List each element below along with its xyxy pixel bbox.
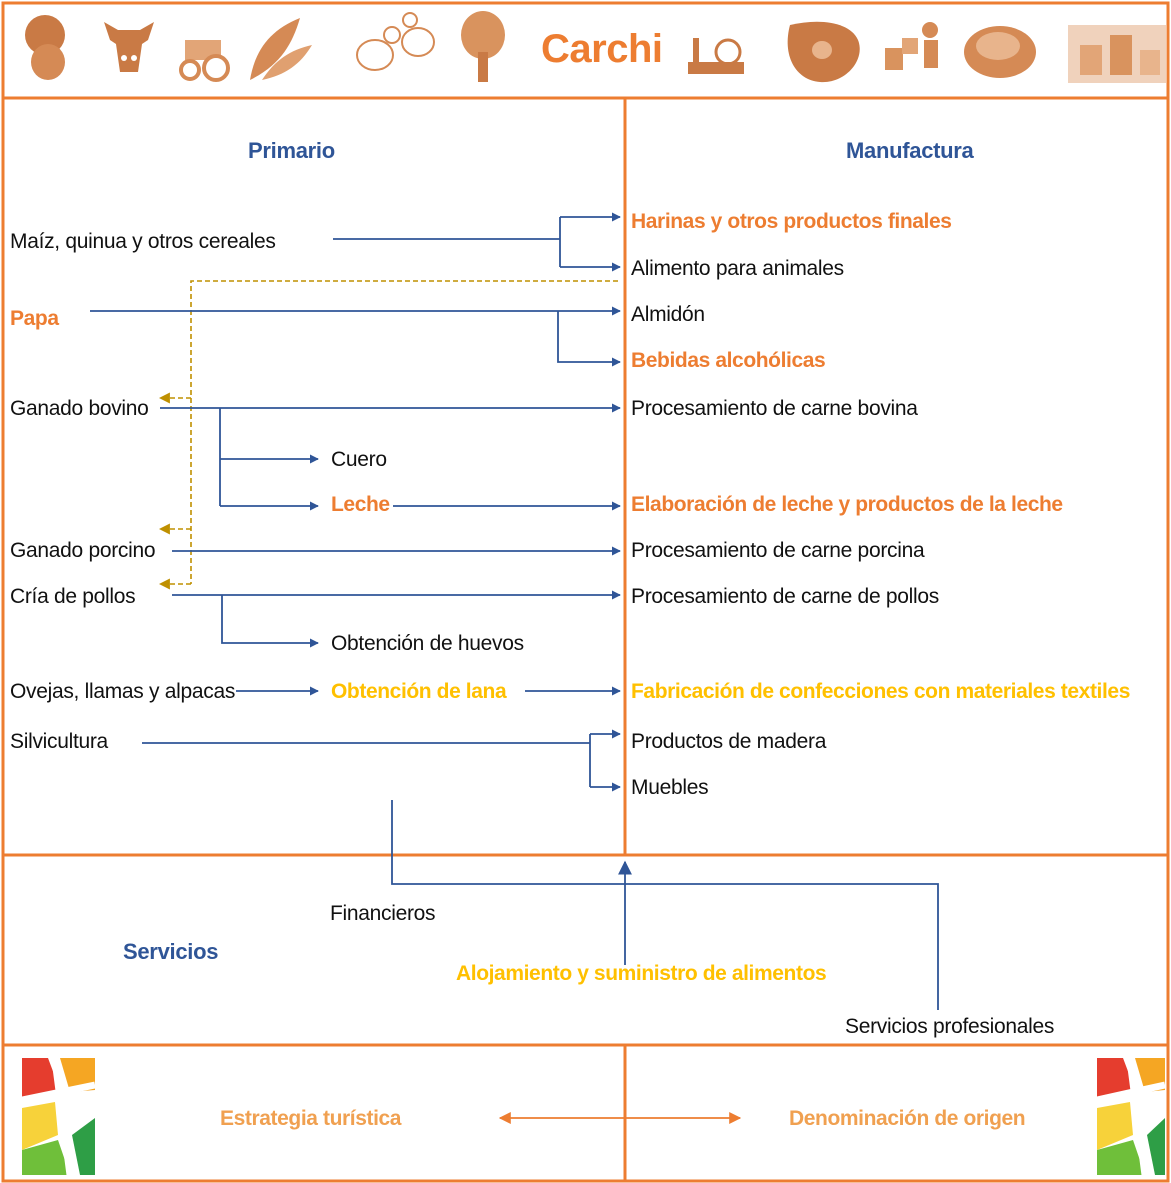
footer-tourism-strategy: Estrategia turística (220, 1107, 402, 1130)
service-hospitality: Alojamiento y suministro de alimentos (456, 962, 827, 985)
footer-denomination-of-origin: Denominación de origen (789, 1107, 1026, 1130)
arrow-to-alcoholic-drinks (557, 311, 621, 367)
tractor-icon (179, 40, 230, 82)
intermediate-eggs: Obtención de huevos (331, 632, 524, 655)
market-icon (1068, 25, 1166, 83)
manufacturing-dairy: Elaboración de leche y productos de la l… (631, 493, 1063, 516)
feed-arrows (158, 280, 618, 590)
brand-logo-left (21, 1058, 96, 1176)
porter-icon (885, 22, 938, 70)
corn-icon (250, 18, 312, 80)
primary-sheep: Ovejas, llamas y alpacas (10, 680, 236, 703)
potato-icon (25, 15, 65, 80)
manufacturing-beef-processing: Procesamiento de carne bovina (631, 397, 918, 420)
service-financial: Financieros (330, 902, 436, 925)
meat-icon (787, 21, 860, 83)
primary-chickens: Cría de pollos (10, 585, 136, 608)
intermediate-milk: Leche (331, 493, 390, 516)
primary-cereals: Maíz, quinua y otros cereales (10, 230, 276, 253)
brand-logo-right (1096, 1058, 1166, 1176)
manufacturing-animal-feed: Alimento para animales (631, 257, 844, 280)
services-connector (391, 800, 939, 1010)
manufacturing-starch: Almidón (631, 303, 705, 326)
page-title: Carchi (541, 27, 663, 71)
factory-icon (688, 38, 744, 74)
flow-arrows (90, 212, 939, 1010)
cow-icon (104, 22, 154, 72)
header-icons (25, 11, 1166, 83)
manufacturing-poultry-processing: Procesamiento de carne de pollos (631, 585, 939, 608)
manufacturing-wood-products: Productos de madera (631, 730, 827, 753)
service-professional: Servicios profesionales (845, 1015, 1055, 1038)
tree-icon (461, 11, 505, 82)
primary-pigs: Ganado porcino (10, 539, 156, 562)
manufacturing-pork-processing: Procesamiento de carne porcina (631, 539, 925, 562)
intermediate-wool: Obtención de lana (331, 680, 507, 703)
chicken-icon (356, 12, 435, 71)
manufacturing-textiles: Fabricación de confecciones con material… (631, 680, 1130, 703)
heading-services: Servicios (123, 939, 219, 964)
manufacturing-alcoholic-drinks: Bebidas alcohólicas (631, 349, 826, 372)
arrow-to-eggs (221, 595, 319, 648)
primary-potato: Papa (10, 307, 59, 330)
feed-trunk-line (190, 280, 618, 584)
primary-forestry: Silvicultura (10, 730, 108, 753)
manufacturing-flours: Harinas y otros productos finales (631, 210, 952, 233)
manufacturing-furniture: Muebles (631, 776, 709, 799)
intermediate-leather: Cuero (331, 448, 387, 471)
heading-manufacturing: Manufactura (846, 138, 974, 163)
heading-primary: Primario (248, 138, 335, 163)
roast-chicken-icon (964, 26, 1036, 78)
primary-cattle: Ganado bovino (10, 397, 149, 420)
